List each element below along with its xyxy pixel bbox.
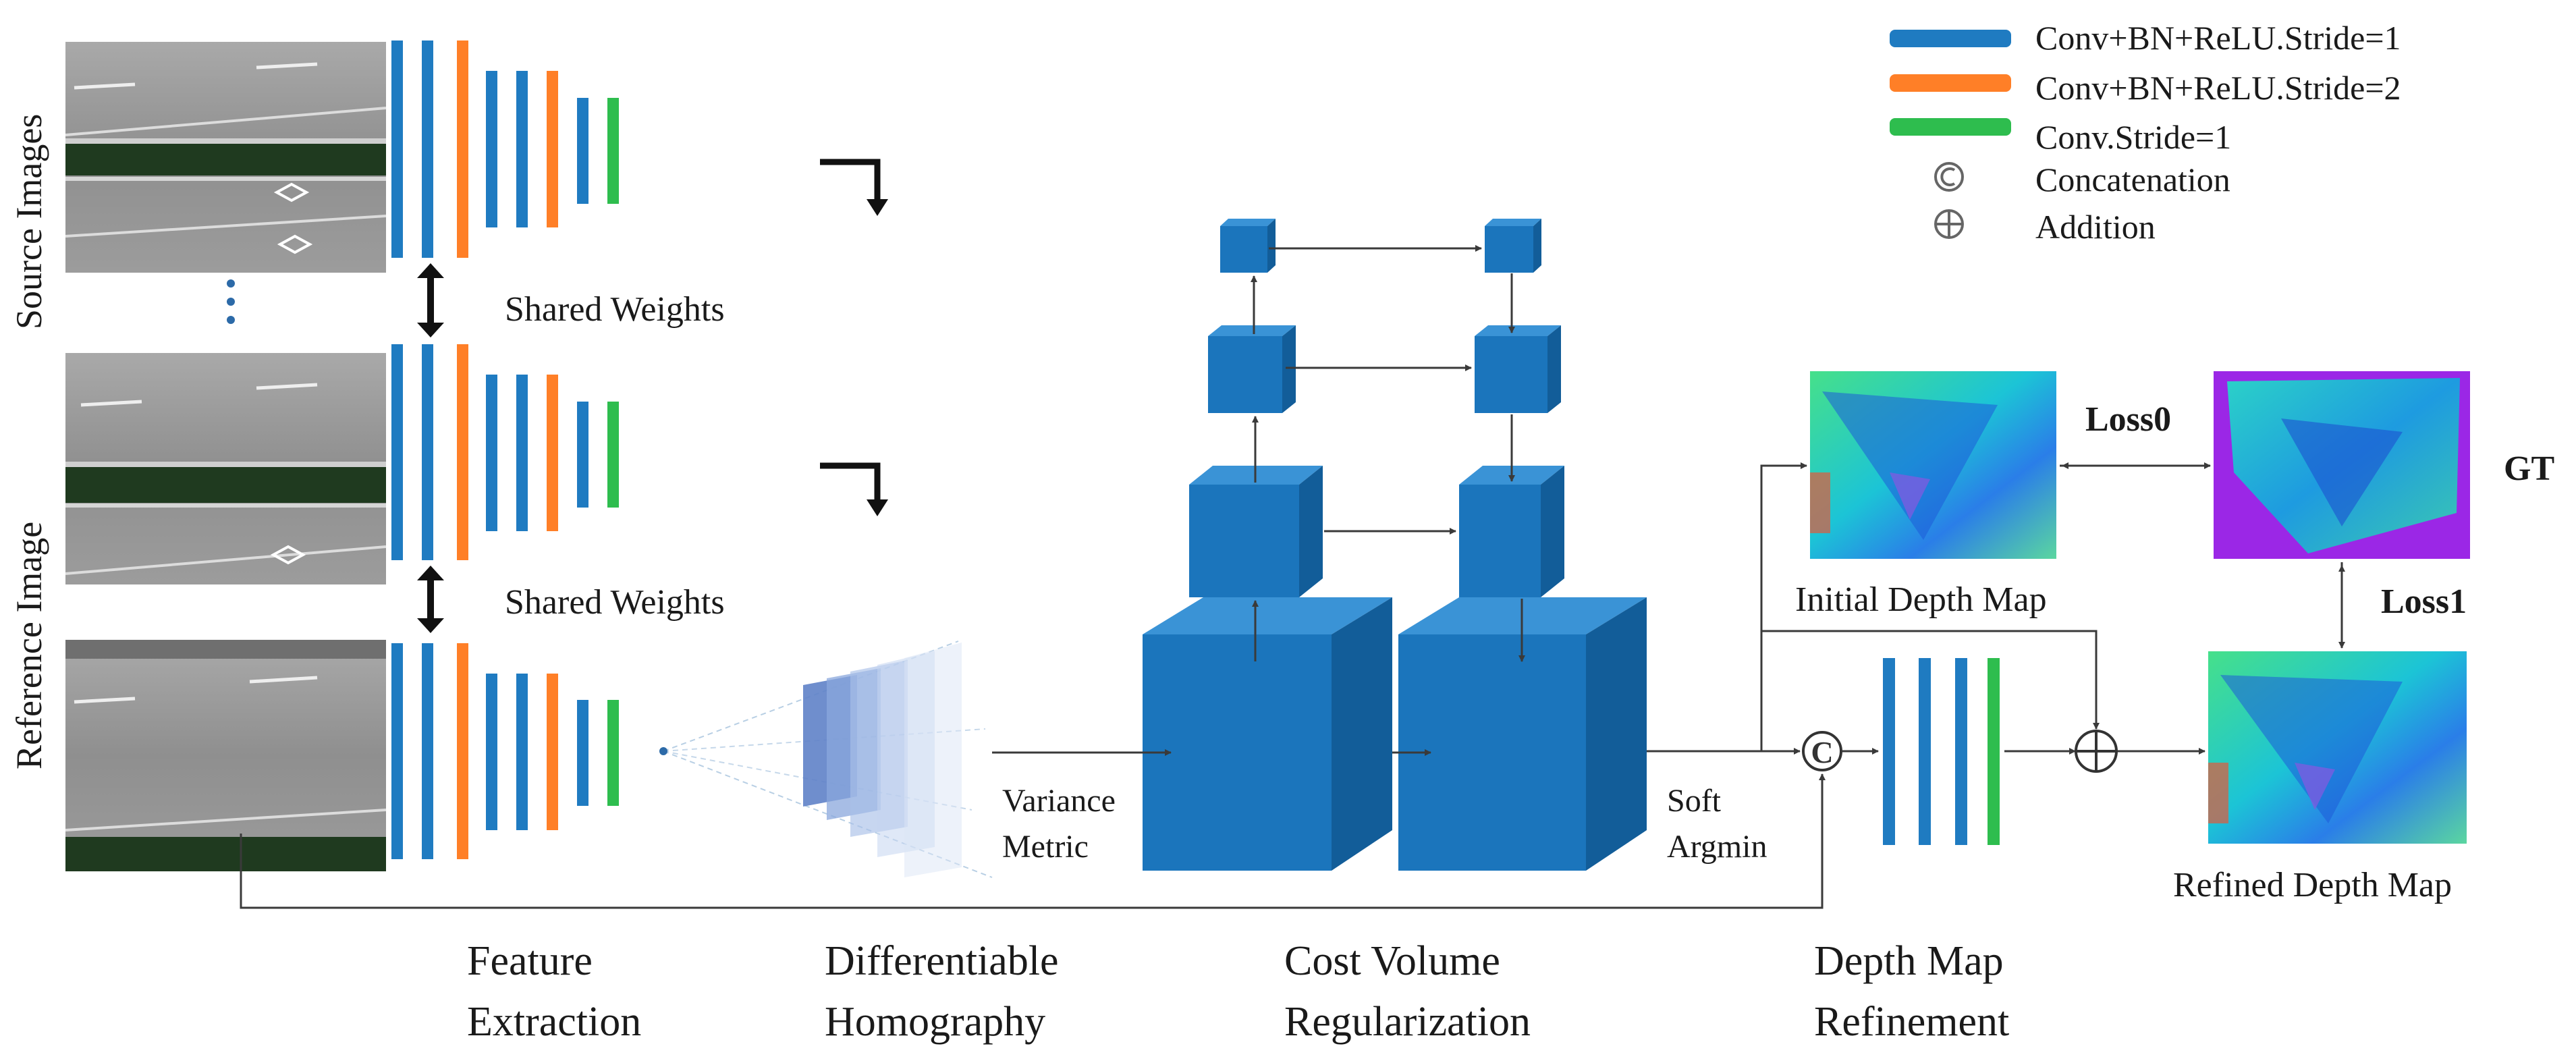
shared-weights-label-2: Shared Weights — [505, 583, 725, 622]
source-image-ellipsis — [227, 279, 235, 324]
shared-weights-arrow-1 — [417, 263, 444, 337]
legend-swatch-stride1 — [1890, 30, 2011, 47]
variance-metric-label-line2: Metric — [1002, 829, 1089, 865]
legend-concat-icon — [1934, 162, 1964, 192]
legend-label-concat: Concatenation — [2035, 161, 2230, 198]
cost-volume-cube-mid-2 — [1459, 466, 1564, 597]
source-images-label: Source Images — [9, 113, 49, 329]
gt-label: GT — [2504, 449, 2555, 488]
stage-depth-map-refinement: Depth Map Refinement — [1814, 931, 2098, 1053]
legend-swatches — [1890, 30, 2011, 239]
source-image — [65, 42, 387, 273]
stage-depth-map-refinement-line2: Refinement — [1814, 998, 2010, 1045]
stage-differentiable-homography-line1: Differentiable — [825, 938, 1059, 984]
homography-frustum — [659, 640, 993, 878]
legend-add-icon — [1934, 209, 1964, 239]
soft-argmin-label-line1: Soft — [1667, 783, 1722, 819]
soft-argmin-label-line2: Argmin — [1667, 829, 1767, 865]
refined-depth-map-label: Refined Depth Map — [2173, 866, 2452, 904]
cost-volume-cube-mid-1 — [1189, 466, 1323, 597]
feature-extractor-reference-bottom — [391, 643, 619, 859]
cost-volume-cube-tiny-1 — [1220, 219, 1276, 273]
feature-extractor-reference-top — [391, 344, 619, 560]
stage-feature-extraction-line1: Feature — [467, 938, 593, 984]
legend-label-stride2: Conv+BN+ReLU.Stride=2 — [2035, 69, 2401, 107]
cost-volume-cube-small-1 — [1208, 325, 1296, 413]
stage-feature-extraction: Feature Extraction — [467, 931, 737, 1053]
refined-depth-map — [2208, 651, 2467, 844]
shared-weights-label-1: Shared Weights — [505, 290, 725, 329]
shared-weights-arrow-2 — [417, 566, 444, 633]
add-node — [2075, 730, 2118, 773]
cost-volume-arrows — [992, 245, 1525, 756]
initial-depth-map — [1810, 371, 2056, 559]
loss0-label: Loss0 — [2085, 400, 2172, 439]
feature-extractor-source — [391, 40, 619, 258]
reference-image-bottom — [65, 640, 387, 871]
cost-volume-cube-large-1 — [1143, 597, 1392, 871]
stage-cost-volume-regularization-line1: Cost Volume — [1284, 938, 1500, 984]
concat-symbol: C — [1811, 735, 1833, 769]
legend-swatch-stride2 — [1890, 74, 2011, 92]
variance-metric-label-line1: Variance — [1002, 783, 1116, 819]
stage-feature-extraction-line2: Extraction — [467, 998, 642, 1045]
warp-arrow-2 — [820, 462, 888, 516]
stage-differentiable-homography: Differentiable Homography — [825, 931, 1135, 1053]
legend-label-add: Addition — [2035, 208, 2156, 246]
cost-volume-cube-small-2 — [1475, 325, 1561, 413]
stage-depth-map-refinement-line1: Depth Map — [1814, 938, 2004, 984]
cost-volume-cube-tiny-2 — [1485, 219, 1541, 273]
concat-node: C — [1802, 731, 1842, 771]
refinement-network — [1883, 658, 2000, 845]
stage-cost-volume-regularization: Cost Volume Regularization — [1284, 931, 1622, 1053]
legend-swatch-conv — [1890, 118, 2011, 136]
reference-image-top — [65, 353, 387, 584]
refinement-arrows — [240, 462, 2345, 909]
legend-label-conv: Conv.Stride=1 — [2035, 118, 2232, 156]
legend-label-stride1: Conv+BN+ReLU.Stride=1 — [2035, 19, 2401, 57]
reference-image-label: Reference Image — [9, 521, 49, 769]
ground-truth-depth-map — [2214, 371, 2470, 559]
stage-differentiable-homography-line2: Homography — [825, 998, 1046, 1045]
warp-arrow-1 — [820, 159, 888, 216]
loss1-label: Loss1 — [2381, 582, 2467, 621]
initial-depth-map-label: Initial Depth Map — [1795, 580, 2047, 619]
stage-cost-volume-regularization-line2: Regularization — [1284, 998, 1531, 1045]
